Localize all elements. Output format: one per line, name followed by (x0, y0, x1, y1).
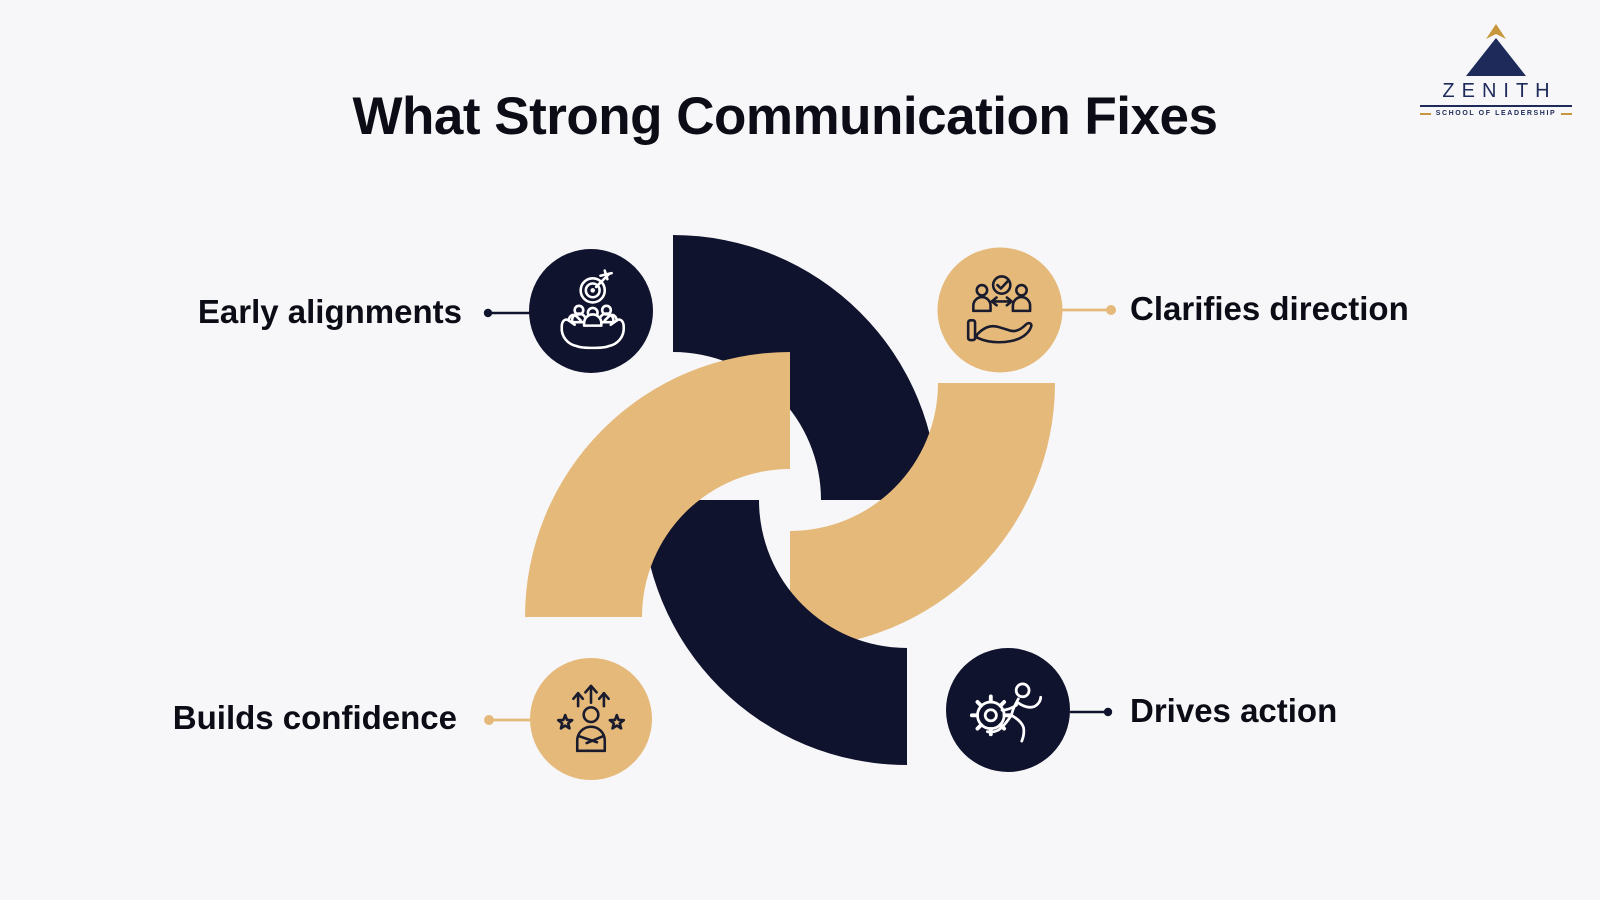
chevron-up-icon (1486, 24, 1506, 39)
tagline-flourish-right (1561, 112, 1572, 115)
logo-tagline-row: SCHOOL OF LEADERSHIP (1420, 110, 1572, 117)
label-builds-confidence: Builds confidence (172, 699, 457, 737)
logo-divider (1420, 105, 1572, 107)
pinwheel-blade-top (673, 235, 938, 500)
tagline-flourish-left (1420, 112, 1431, 115)
label-early-alignments: Early alignments (197, 293, 462, 331)
confident-person-stars-icon (556, 684, 626, 753)
hands-holding-team-target-icon (560, 269, 625, 350)
connector-dot (484, 715, 494, 725)
connector-dot (483, 308, 493, 318)
connector-dot (1103, 707, 1113, 717)
logo-mark (1466, 24, 1526, 76)
icon-circle-clarifies-direction (937, 247, 1063, 373)
pinwheel-blade-left (525, 352, 790, 617)
mountain-triangle-icon (1466, 38, 1526, 76)
connector-clarifies-direction (1061, 305, 1116, 315)
people-agreement-hand-icon (966, 275, 1033, 344)
logo-tagline: SCHOOL OF LEADERSHIP (1435, 110, 1557, 117)
logo-wordmark: ZENITH (1442, 80, 1557, 102)
pinwheel-blade-right (790, 383, 1055, 648)
zenith-logo: ZENITH SCHOOL OF LEADERSHIP (1420, 24, 1572, 117)
label-drives-action: Drives action (1130, 692, 1338, 730)
page-title: What Strong Communication Fixes (352, 87, 1218, 146)
connector-drives-action (1069, 707, 1113, 717)
connector-early-alignments (483, 308, 531, 318)
pinwheel-blade-bottom (642, 500, 907, 765)
connector-dot (1106, 305, 1116, 315)
connector-builds-confidence (484, 715, 532, 725)
label-clarifies-direction: Clarifies direction (1130, 290, 1409, 328)
runner-gear-icon (969, 682, 1043, 743)
